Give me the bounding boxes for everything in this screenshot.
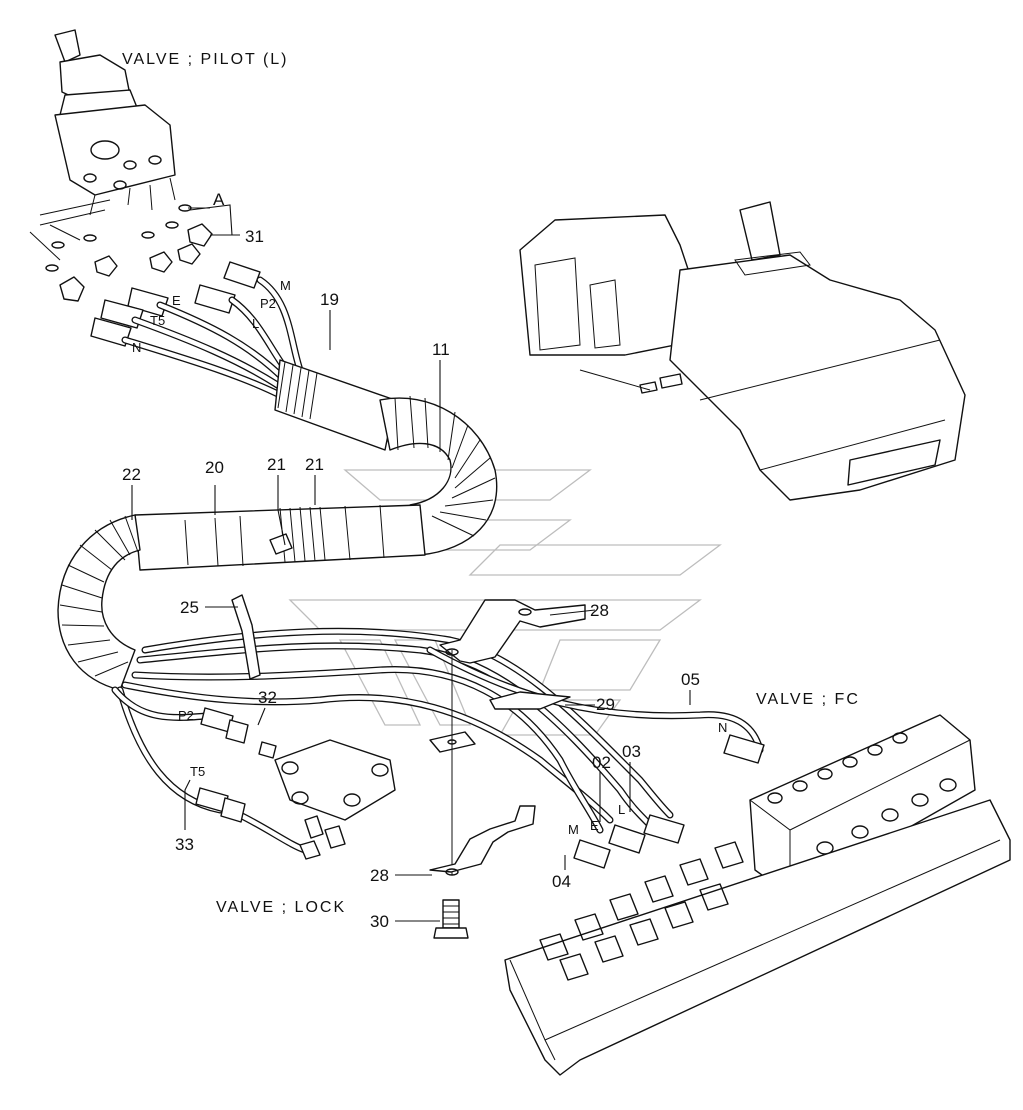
watermark-logo — [288, 469, 722, 736]
callout-03: 03 — [622, 742, 641, 761]
callout-33: 33 — [175, 835, 194, 854]
callout-29: 29 — [596, 695, 615, 714]
callout-21-left: 21 — [267, 455, 286, 474]
port-tag-e-top: E — [172, 293, 181, 308]
callout-04: 04 — [552, 872, 571, 891]
hose-bundle — [121, 276, 304, 400]
callout-31: 31 — [245, 227, 264, 246]
callout-28-bottom: 28 — [370, 866, 389, 885]
port-tag-n-right: N — [718, 720, 727, 735]
corrugated-protector — [134, 359, 498, 571]
pilot-valve-label: VALVE ; PILOT (L) — [122, 51, 289, 68]
fittings-lock-valve — [195, 707, 277, 823]
callout-05: 05 — [681, 670, 700, 689]
callout-20: 20 — [205, 458, 224, 477]
port-tag-p2-top: P2 — [260, 296, 276, 311]
hose-ends-pilot — [90, 261, 261, 347]
port-tag-l-right: L — [618, 802, 625, 817]
hose-ends-fc — [573, 734, 765, 869]
callout-22: 22 — [122, 465, 141, 484]
port-tag-n-top: N — [132, 340, 141, 355]
callout-30: 30 — [370, 912, 389, 931]
leader-lines — [131, 204, 691, 922]
callout-21-right: 21 — [305, 455, 324, 474]
callout-19: 19 — [320, 290, 339, 309]
lock-valve-label: VALVE ; LOCK — [216, 899, 346, 916]
spiral-wrap — [57, 514, 141, 691]
clamp-brackets — [429, 599, 586, 939]
port-tag-m-right: M — [568, 822, 579, 837]
band-clamp — [231, 594, 261, 680]
port-tag-m: M — [280, 278, 291, 293]
callout-25: 25 — [180, 598, 199, 617]
excavator-overview — [519, 201, 966, 501]
port-tag-e-right: E — [590, 818, 599, 833]
pilot-valve — [29, 29, 192, 272]
port-tag-t5-top: T5 — [150, 313, 165, 328]
port-tag-t5-low: T5 — [190, 764, 205, 779]
port-tag-l-top: L — [252, 316, 259, 331]
fc-valve-label: VALVE ; FC — [756, 691, 860, 708]
callout-32: 32 — [258, 688, 277, 707]
base-frame — [504, 799, 1011, 1076]
callout-02: 02 — [592, 753, 611, 772]
callout-11: 11 — [432, 340, 450, 359]
port-tag-a: A — [213, 190, 225, 209]
callout-28-top: 28 — [590, 601, 609, 620]
fc-valve — [749, 714, 976, 896]
port-tag-p2-low: P2 — [178, 708, 194, 723]
lock-valve — [274, 739, 396, 860]
elbow-fittings — [59, 223, 213, 302]
